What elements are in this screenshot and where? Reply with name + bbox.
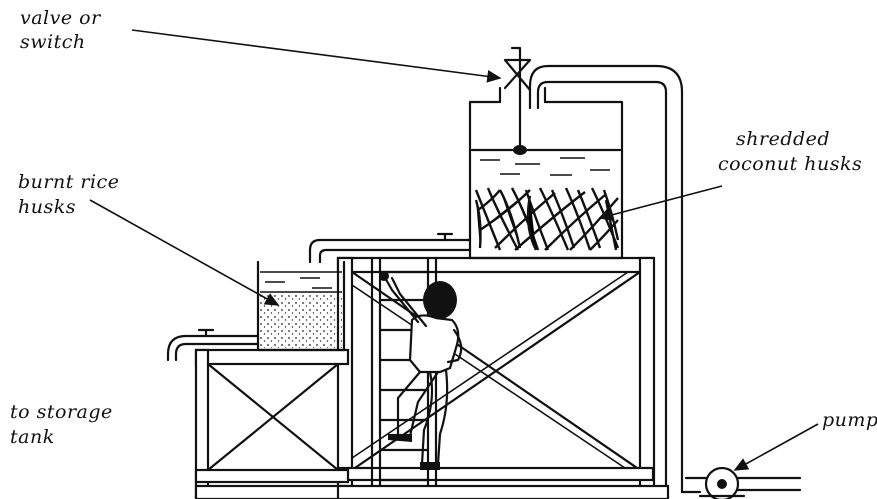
- label-burnt-line2: husks: [18, 196, 76, 218]
- coconut-husk-tank: [470, 48, 622, 258]
- large-tower: [338, 258, 654, 499]
- small-tower: [196, 350, 348, 499]
- label-coconut-line2: coconut husks: [718, 153, 862, 175]
- rice-husk-tank: [258, 262, 344, 350]
- label-storage-line2: tank: [10, 426, 55, 448]
- ground-bars: [196, 486, 668, 499]
- label-coconut-line1: shredded: [736, 128, 830, 150]
- pump: [686, 468, 800, 499]
- label-burnt-line1: burnt rice: [18, 171, 119, 193]
- label-valve-line1: valve or: [20, 7, 102, 29]
- label-valve-line2: switch: [20, 31, 86, 53]
- label-storage-line1: to storage: [10, 401, 113, 423]
- label-pump: pump: [822, 409, 877, 431]
- piping: [168, 66, 700, 496]
